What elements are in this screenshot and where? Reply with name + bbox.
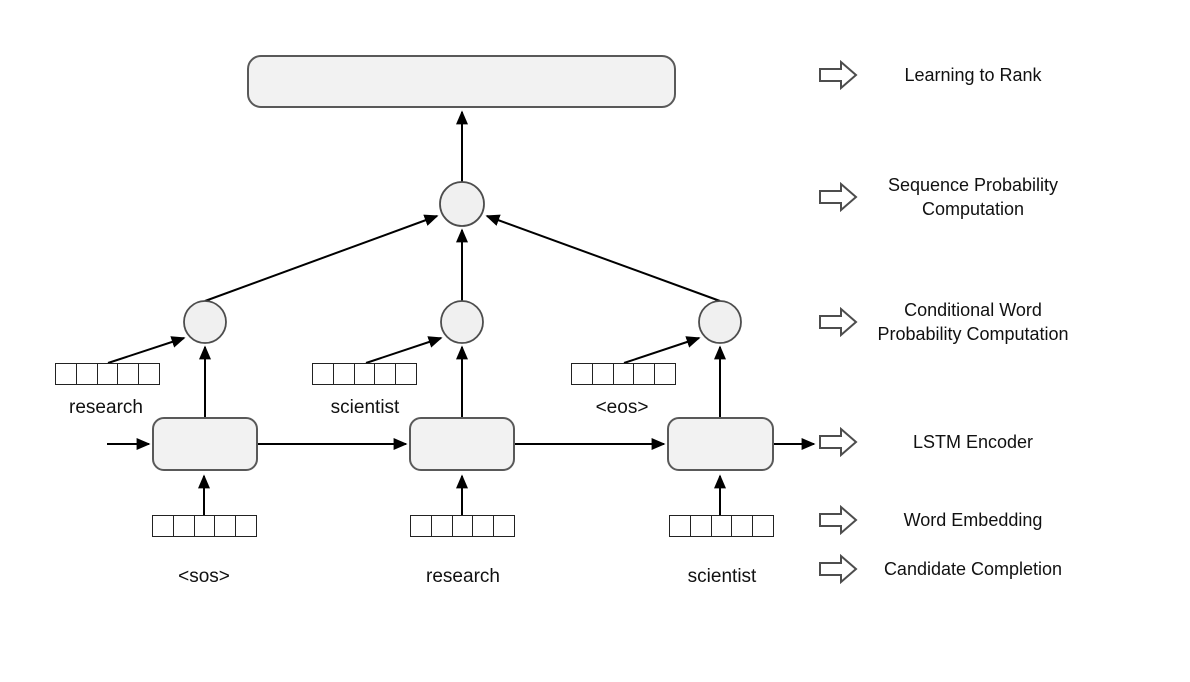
block-arrow-icon <box>819 554 858 584</box>
arrow-prob3-to-seqprob <box>485 214 721 302</box>
embedding-cell <box>690 516 712 536</box>
word-embedding-strip-input-1 <box>152 515 257 537</box>
embedding-cell <box>97 364 119 384</box>
embedding-cell <box>670 516 691 536</box>
lstm-cell-2 <box>409 417 515 471</box>
embedding-cell <box>139 364 159 384</box>
block-arrow-icon <box>819 505 858 535</box>
embedding-cell <box>173 516 195 536</box>
embedding-cell <box>313 364 334 384</box>
embedding-cell <box>215 516 237 536</box>
legend-item-lstm-encoder: LSTM Encoder <box>818 418 1098 466</box>
legend-item-candidate-completion: Candidate Completion <box>818 545 1098 593</box>
word-probability-node-2 <box>440 300 484 344</box>
legend-label: Candidate Completion <box>883 559 1063 579</box>
embedding-cell <box>375 364 397 384</box>
predicted-word-label-1: research <box>69 397 143 418</box>
legend-item-conditional-word-probability: Conditional Word Probability Computation <box>818 298 1098 346</box>
word-embedding-strip-predicted-1 <box>55 363 160 385</box>
embedding-cell <box>592 364 614 384</box>
lstm-cell-3 <box>667 417 774 471</box>
legend-item-sequence-probability: Sequence Probability Computation <box>818 173 1098 221</box>
embedding-cell <box>56 364 77 384</box>
block-arrow-icon <box>819 60 858 90</box>
embedding-cell <box>655 364 675 384</box>
embedding-cell <box>732 516 754 536</box>
legend-label: Conditional Word Probability Computation <box>877 300 1069 344</box>
sequence-probability-node <box>439 181 485 227</box>
embedding-cell <box>711 516 733 536</box>
block-arrow-icon <box>819 182 858 212</box>
embedding-cell <box>354 364 376 384</box>
embedding-cell <box>118 364 140 384</box>
input-word-label-1: <sos> <box>178 566 230 587</box>
embedding-cell <box>613 364 635 384</box>
legend-label: Learning to Rank <box>904 65 1042 85</box>
embedding-cell <box>411 516 432 536</box>
predicted-word-label-3: <eos> <box>595 397 649 418</box>
arrow-strip2-to-prob2 <box>365 336 443 364</box>
legend-label: Word Embedding <box>903 510 1043 530</box>
embedding-cell <box>194 516 216 536</box>
input-word-label-3: scientist <box>687 566 757 587</box>
embedding-cell <box>473 516 495 536</box>
lstm-cell-1 <box>152 417 258 471</box>
learning-to-rank-box <box>247 55 676 108</box>
word-embedding-strip-predicted-2 <box>312 363 417 385</box>
word-embedding-strip-predicted-3 <box>571 363 676 385</box>
embedding-cell <box>634 364 656 384</box>
input-word-label-2: research <box>426 566 500 587</box>
block-arrow-icon <box>819 427 858 457</box>
embedding-cell <box>494 516 514 536</box>
legend-item-word-embedding: Word Embedding <box>818 496 1098 544</box>
embedding-cell <box>76 364 98 384</box>
arrow-strip1-to-prob1 <box>107 336 186 364</box>
legend-label: Sequence Probability Computation <box>887 175 1059 219</box>
predicted-word-label-2: scientist <box>330 397 400 418</box>
embedding-cell <box>572 364 593 384</box>
word-embedding-strip-input-3 <box>669 515 774 537</box>
word-embedding-strip-input-2 <box>410 515 515 537</box>
arrow-prob1-to-seqprob <box>204 214 439 302</box>
embedding-cell <box>753 516 773 536</box>
word-probability-node-3 <box>698 300 742 344</box>
embedding-cell <box>396 364 416 384</box>
legend-label: LSTM Encoder <box>912 432 1034 452</box>
embedding-cell <box>236 516 256 536</box>
block-arrow-icon <box>819 307 858 337</box>
connector-arrows <box>107 110 816 515</box>
embedding-cell <box>452 516 474 536</box>
embedding-cell <box>431 516 453 536</box>
legend-item-learning-to-rank: Learning to Rank <box>818 51 1098 99</box>
embedding-cell <box>333 364 355 384</box>
embedding-cell <box>153 516 174 536</box>
word-probability-node-1 <box>183 300 227 344</box>
arrow-strip3-to-prob3 <box>623 336 701 364</box>
